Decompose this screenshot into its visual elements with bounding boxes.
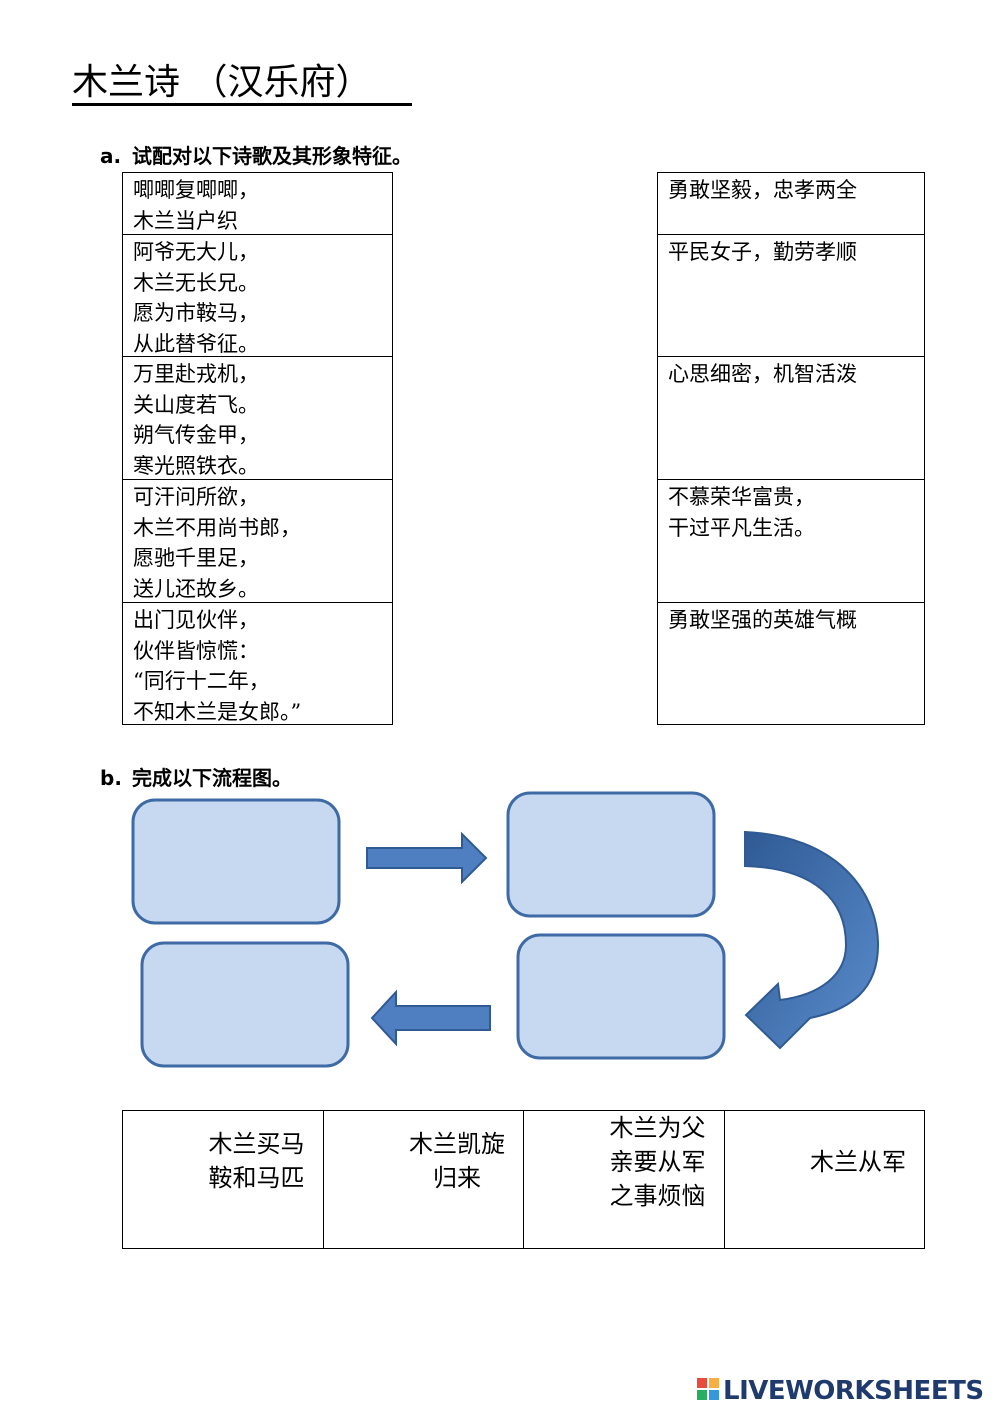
liveworksheets-mark-icon: [697, 1378, 721, 1404]
poem-line: 木兰无长兄。: [133, 270, 259, 295]
worksheet-title: 木兰诗 （汉乐府）: [72, 62, 372, 103]
poem-line: 关山度若飞。: [133, 392, 259, 417]
liveworksheets-logo: LIVEWORKSHEETS: [697, 1376, 984, 1406]
section-b-letter: b.: [100, 766, 122, 790]
word-bank-text: 木兰从军: [810, 1148, 906, 1176]
section-b-instruction: 完成以下流程图。: [132, 766, 292, 790]
title-underline: [72, 103, 412, 106]
poem-box-1[interactable]: 唧唧复唧唧， 木兰当户织: [122, 172, 393, 235]
word-bank-text: 木兰买马: [208, 1130, 305, 1158]
trait-box-2[interactable]: 平民女子，勤劳孝顺: [657, 234, 925, 357]
word-bank-text: 之事烦恼: [609, 1182, 706, 1210]
left-arrow-icon: [370, 989, 491, 1047]
trait-box-3[interactable]: 心思细密，机智活泼: [657, 356, 925, 480]
poem-box-2[interactable]: 阿爷无大儿， 木兰无长兄。 愿为市鞍马， 从此替爷征。: [122, 234, 393, 357]
poem-line: 伙伴皆惊慌：: [133, 638, 259, 663]
poem-line: 从此替爷征。: [133, 331, 259, 356]
poem-line: 可汗问所欲，: [133, 485, 259, 509]
word-bank-text: 木兰为父: [609, 1114, 706, 1142]
poem-line: 木兰不用尚书郎，: [133, 515, 301, 540]
word-bank-item-2[interactable]: 木兰凯旋 归来: [324, 1111, 524, 1248]
trait-box-5[interactable]: 勇敢坚强的英雄气概: [657, 602, 925, 725]
trait-box-4[interactable]: 不慕荣华富贵， 干过平凡生活。: [657, 479, 925, 603]
section-a-instruction: 试配对以下诗歌及其形象特征。: [132, 144, 412, 168]
section-a-heading: a. 试配对以下诗歌及其形象特征。: [100, 140, 412, 169]
poem-line: 万里赴戎机，: [133, 362, 259, 386]
poem-line: 出门见伙伴，: [133, 608, 259, 632]
trait-line: 勇敢坚强的英雄气概: [668, 608, 857, 632]
word-bank-text: 木兰凯旋: [409, 1130, 505, 1158]
trait-line: 勇敢坚毅，忠孝两全: [668, 178, 857, 202]
flow-drop-box-4[interactable]: [140, 941, 350, 1068]
trait-box-1[interactable]: 勇敢坚毅，忠孝两全: [657, 172, 925, 235]
flow-drop-box-2[interactable]: [506, 791, 716, 918]
poem-line: 阿爷无大儿，: [133, 240, 259, 264]
poem-box-3[interactable]: 万里赴戎机， 关山度若飞。 朔气传金甲， 寒光照铁衣。: [122, 356, 393, 480]
word-bank-item-4[interactable]: 木兰从军: [725, 1111, 925, 1248]
word-bank-item-1[interactable]: 木兰买马 鞍和马匹: [123, 1111, 324, 1248]
word-bank-text: 鞍和马匹: [208, 1164, 305, 1192]
word-bank-text: 亲要从军: [609, 1148, 706, 1176]
poem-line: “同行十二年，: [133, 669, 270, 693]
liveworksheets-brand: LIVEWORKSHEETS: [723, 1376, 984, 1406]
trait-line: 心思细密，机智活泼: [668, 362, 857, 386]
trait-line: 干过平凡生活。: [668, 515, 815, 540]
trait-line: 不慕荣华富贵，: [668, 485, 815, 509]
word-bank: 木兰买马 鞍和马匹 木兰凯旋 归来 木兰为父 亲要从军 之事烦恼 木兰从军: [122, 1110, 925, 1249]
section-a-letter: a.: [100, 144, 122, 168]
poem-line: 木兰当户织: [133, 208, 238, 233]
poem-line: 唧唧复唧唧，: [133, 178, 259, 202]
word-bank-text: 归来: [433, 1164, 481, 1192]
poem-line: 愿驰千里足，: [133, 546, 259, 570]
poem-box-5[interactable]: 出门见伙伴， 伙伴皆惊慌： “同行十二年， 不知木兰是女郎。”: [122, 602, 393, 725]
poem-line: 朔气传金甲，: [133, 423, 259, 447]
flow-drop-box-1[interactable]: [131, 798, 341, 925]
curved-arrow-icon: [744, 830, 880, 1050]
flow-drop-box-3[interactable]: [516, 933, 726, 1060]
poem-line: 送儿还故乡。: [133, 576, 259, 601]
poem-box-4[interactable]: 可汗问所欲， 木兰不用尚书郎， 愿驰千里足， 送儿还故乡。: [122, 479, 393, 603]
word-bank-item-3[interactable]: 木兰为父 亲要从军 之事烦恼: [524, 1111, 725, 1248]
poem-line: 愿为市鞍马，: [133, 301, 259, 325]
poem-line: 寒光照铁衣。: [133, 453, 259, 478]
right-arrow-icon: [366, 831, 488, 885]
section-b-heading: b. 完成以下流程图。: [100, 762, 292, 791]
trait-line: 平民女子，勤劳孝顺: [668, 240, 857, 264]
poem-line: 不知木兰是女郎。”: [133, 699, 302, 724]
